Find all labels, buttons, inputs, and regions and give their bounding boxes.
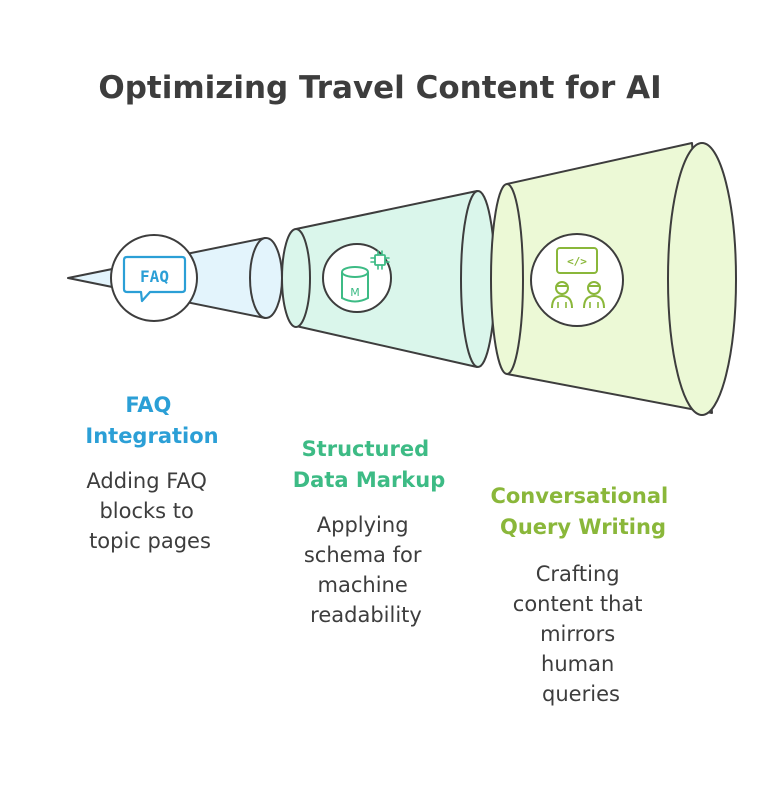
stage-structured-title: Structured Data Markup	[293, 437, 446, 492]
stage-conversational-text: Conversational Query Writing Crafting co…	[490, 484, 675, 706]
stage-structured-description: Applying schema for machine readability	[304, 513, 428, 627]
stage-structured-title-line: Data Markup	[293, 468, 446, 492]
stage-structured-desc-line: machine	[318, 573, 408, 597]
stage-faq-text: FAQ Integration Adding FAQ blocks to top…	[85, 393, 218, 553]
stage-faq-title: FAQ Integration	[85, 393, 218, 448]
faq-icon-label: FAQ	[140, 267, 169, 286]
stage-structured-desc-line: Applying	[317, 513, 409, 537]
stage-conversational-desc-line: queries	[542, 682, 620, 706]
stage-conversational-desc-line: human	[541, 652, 614, 676]
stage-conversational-desc-line: mirrors	[540, 622, 615, 646]
stage-structured-desc-line: schema for	[304, 543, 422, 567]
stage-faq-title-line: Integration	[85, 424, 218, 448]
database-icon-label: M	[350, 286, 360, 299]
stage-faq-desc-line: blocks to	[99, 499, 193, 523]
stage-conversational-desc-line: content that	[513, 592, 643, 616]
stage-faq-title-line: FAQ	[125, 393, 171, 417]
faq-speech-bubble-icon: FAQ	[110, 234, 198, 322]
code-people-icon: </>	[530, 233, 624, 327]
stage-conversational-desc-line: Crafting	[536, 562, 620, 586]
stage-structured-desc-line: readability	[310, 603, 422, 627]
code-icon-label: </>	[567, 255, 587, 268]
stage-structured-text: Structured Data Markup Applying schema f…	[293, 437, 446, 627]
stage-faq-desc-line: Adding FAQ	[86, 469, 206, 493]
stage-conversational-title-line: Conversational	[490, 484, 668, 508]
stage-conversational-title-line: Query Writing	[500, 515, 666, 539]
stage-faq-desc-line: topic pages	[89, 529, 211, 553]
database-chip-icon: M	[322, 243, 392, 313]
stage-faq-description: Adding FAQ blocks to topic pages	[86, 469, 213, 553]
stage-conversational-description: Crafting content that mirrors human quer…	[513, 562, 649, 706]
stage-conversational-title: Conversational Query Writing	[490, 484, 675, 539]
diagram-title: Optimizing Travel Content for AI	[98, 70, 661, 106]
stage-structured-title-line: Structured	[302, 437, 430, 461]
